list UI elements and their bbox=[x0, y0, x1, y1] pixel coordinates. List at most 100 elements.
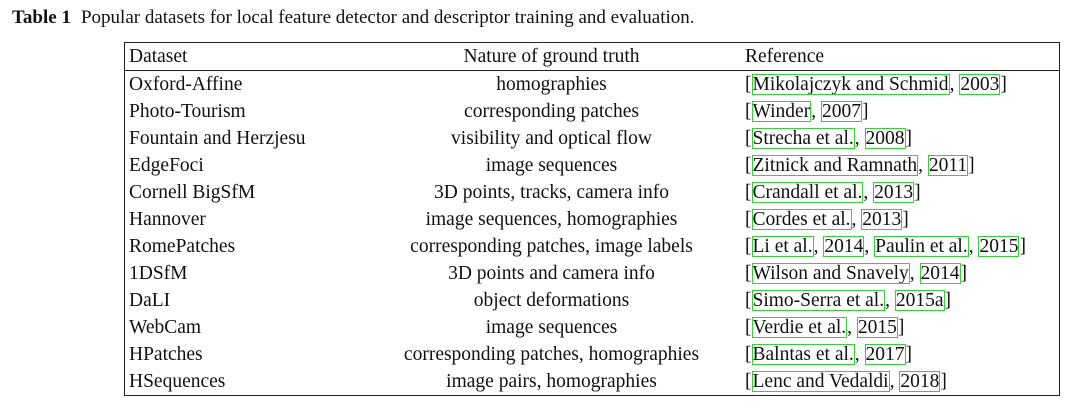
dataset-cell: EdgeFoci bbox=[129, 155, 204, 176]
citation-link[interactable]: 2013 bbox=[861, 209, 903, 230]
ground-truth-cell: homographies bbox=[496, 74, 607, 95]
citation-punctuation: [ bbox=[745, 371, 752, 392]
citation-link[interactable]: Li et al. bbox=[751, 236, 814, 257]
citation-punctuation: [ bbox=[745, 155, 752, 176]
citation-link[interactable]: Lenc and Vedaldi bbox=[751, 371, 890, 392]
ground-truth-cell: 3D points, tracks, camera info bbox=[433, 182, 669, 203]
citation-punctuation: [ bbox=[745, 263, 752, 284]
ground-truth-cell: object deformations bbox=[473, 290, 630, 311]
datasets-table: Dataset Nature of ground truth Reference… bbox=[124, 42, 1060, 396]
citation-punctuation: ] bbox=[944, 290, 952, 311]
citation-link[interactable]: 2017 bbox=[864, 344, 906, 365]
caption-text: Popular datasets for local feature detec… bbox=[80, 7, 695, 28]
reference-cell: [Lenc and Vedaldi, 2018] bbox=[737, 368, 1060, 396]
header-reference: Reference bbox=[745, 46, 825, 67]
citation-punctuation: , bbox=[813, 236, 824, 257]
citation-punctuation: , bbox=[909, 263, 920, 284]
table-row: Cornell BigSfM 3D points, tracks, camera … bbox=[125, 179, 1060, 206]
citation-punctuation: [ bbox=[745, 182, 752, 203]
citation-link[interactable]: Paulin et al. bbox=[874, 236, 969, 257]
citation-link[interactable]: Zitnick and Ramnath bbox=[751, 155, 919, 176]
header-dataset: Dataset bbox=[129, 46, 188, 67]
ground-truth-cell: visibility and optical flow bbox=[451, 128, 652, 149]
table-row: RomePatches corresponding patches, image … bbox=[125, 233, 1060, 260]
ground-truth-cell: corresponding patches bbox=[464, 101, 639, 122]
citation-link[interactable]: 2011 bbox=[927, 155, 969, 176]
citation-punctuation: , bbox=[885, 290, 895, 311]
citation-punctuation: ] bbox=[960, 263, 968, 284]
citation-link[interactable]: 2018 bbox=[899, 371, 941, 392]
citation-punctuation: ] bbox=[905, 344, 913, 365]
citation-punctuation: [ bbox=[745, 236, 752, 257]
table-label: Table 1 bbox=[12, 7, 71, 28]
table-caption: Table 1 Popular datasets for local featur… bbox=[12, 7, 695, 29]
citation-link[interactable]: Strecha et al. bbox=[751, 128, 855, 149]
table-row: Photo-Tourism corresponding patches [Winde… bbox=[125, 98, 1060, 125]
citation-punctuation: [ bbox=[745, 317, 752, 338]
citation-link[interactable]: 2015a bbox=[894, 290, 945, 311]
citation-punctuation: , bbox=[863, 182, 874, 203]
citation-link[interactable]: Wilson and Snavely bbox=[751, 263, 910, 284]
reference-cell: [Verdie et al., 2015] bbox=[737, 314, 1060, 341]
dataset-cell: Oxford-Affine bbox=[129, 74, 243, 95]
ground-truth-cell: image pairs, homographies bbox=[446, 371, 657, 392]
reference-cell: [Zitnick and Ramnath, 2011] bbox=[737, 152, 1060, 179]
ground-truth-cell: image sequences bbox=[485, 155, 618, 176]
citation-link[interactable]: Balntas et al. bbox=[751, 344, 855, 365]
citation-punctuation: ] bbox=[861, 101, 869, 122]
citation-link[interactable]: Cordes et al. bbox=[751, 209, 852, 230]
reference-cell: [Mikolajczyk and Schmid, 2003] bbox=[737, 71, 1060, 99]
citation-punctuation: [ bbox=[745, 74, 752, 95]
citation-link[interactable]: Crandall et al. bbox=[751, 182, 864, 203]
reference-cell: [Simo-Serra et al., 2015a] bbox=[737, 287, 1060, 314]
citation-link[interactable]: 2008 bbox=[864, 128, 906, 149]
header-ground-truth: Nature of ground truth bbox=[463, 46, 640, 67]
citation-link[interactable]: 2003 bbox=[959, 74, 1001, 95]
header-row: Dataset Nature of ground truth Reference bbox=[124, 43, 1060, 71]
ground-truth-cell: corresponding patches, image labels bbox=[410, 236, 693, 257]
dataset-cell: Photo-Tourism bbox=[129, 101, 246, 122]
reference-cell: [Crandall et al., 2013] bbox=[737, 179, 1060, 206]
reference-cell: [Winder, 2007] bbox=[737, 98, 1060, 125]
citation-punctuation: [ bbox=[745, 101, 752, 122]
citation-punctuation: , bbox=[851, 209, 862, 230]
citation-punctuation: , bbox=[889, 371, 900, 392]
citation-punctuation: , bbox=[811, 101, 821, 122]
citation-link[interactable]: 2007 bbox=[820, 101, 862, 122]
reference-cell: [Li et al., 2014, Paulin et al., 2015] bbox=[737, 233, 1060, 260]
dataset-cell: Cornell BigSfM bbox=[129, 182, 256, 203]
citation-punctuation: ] bbox=[897, 317, 905, 338]
citation-punctuation: , bbox=[918, 155, 928, 176]
citation-link[interactable]: Winder bbox=[751, 101, 812, 122]
citation-link[interactable]: Verdie et al. bbox=[751, 317, 848, 338]
reference-cell: [Cordes et al., 2013] bbox=[737, 206, 1060, 233]
table-row: Oxford-Affine homographies [Mikolajczyk an… bbox=[125, 71, 1060, 99]
ground-truth-cell: image sequences, homographies bbox=[425, 209, 678, 230]
citation-link[interactable]: Mikolajczyk and Schmid bbox=[751, 74, 950, 95]
citation-link[interactable]: 2015 bbox=[978, 236, 1020, 257]
citation-punctuation: ] bbox=[1000, 74, 1007, 95]
citation-punctuation: , bbox=[854, 128, 865, 149]
dataset-cell: RomePatches bbox=[129, 236, 236, 257]
dataset-cell: Hannover bbox=[129, 209, 206, 230]
dataset-cell: HSequences bbox=[129, 371, 226, 392]
citation-link[interactable]: 2014 bbox=[823, 236, 865, 257]
citation-link[interactable]: 2015 bbox=[856, 317, 898, 338]
citation-punctuation: ] bbox=[940, 371, 947, 392]
citation-punctuation: [ bbox=[745, 128, 752, 149]
table-row: HSequences image pairs, homographies [Lenc… bbox=[125, 368, 1060, 396]
citation-punctuation: ] bbox=[1019, 236, 1026, 257]
citation-punctuation: , bbox=[854, 344, 865, 365]
citation-link[interactable]: Simo-Serra et al. bbox=[751, 290, 886, 311]
citation-punctuation: ] bbox=[968, 155, 975, 176]
citation-link[interactable]: 2013 bbox=[873, 182, 915, 203]
dataset-cell: WebCam bbox=[129, 317, 202, 338]
citation-link[interactable]: 2014 bbox=[919, 263, 961, 284]
ground-truth-cell: corresponding patches, homographies bbox=[403, 344, 700, 365]
citation-punctuation: [ bbox=[745, 290, 752, 311]
citation-punctuation: , bbox=[968, 236, 979, 257]
